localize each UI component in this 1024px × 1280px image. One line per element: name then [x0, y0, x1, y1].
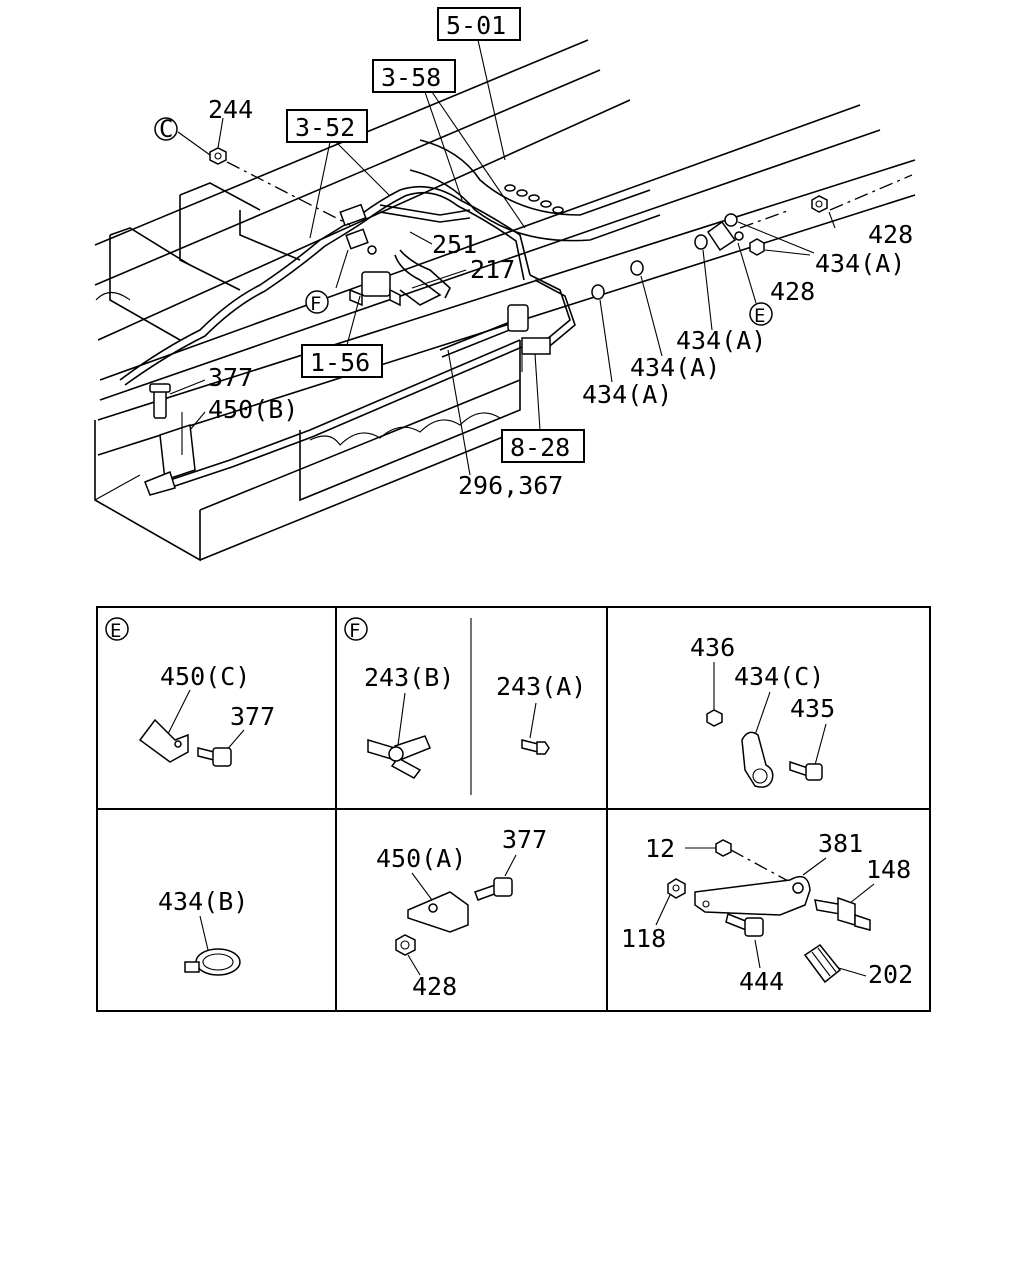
- detail-valve-381-label: 381: [818, 829, 863, 858]
- brake-pipes: [119, 185, 576, 488]
- callout-e-main-letter: E: [754, 305, 765, 327]
- detail-f-243b-label: 243(B): [364, 663, 454, 692]
- detail-valve-118-label: 118: [621, 924, 666, 953]
- detail-valve-202-label: 202: [868, 960, 913, 989]
- ref-3-58-label: 3-58: [381, 63, 441, 92]
- clip-434b-drawing: [184, 948, 241, 976]
- detail-e-450c-label: 450(C): [160, 662, 250, 691]
- part-244-label: 244: [208, 95, 253, 124]
- detail-450a-428-label: 428: [412, 972, 457, 1001]
- part-428-bracket-label: 428: [770, 277, 815, 306]
- valve-148-drawing: [814, 896, 871, 931]
- main-part-labels: 244 251 217 377 450(B) 296,367 428 428 4…: [208, 95, 913, 500]
- reference-box-3-58[interactable]: 3-58: [372, 59, 456, 93]
- detail-e-377-label: 377: [230, 702, 275, 731]
- callout-f-main-letter: F: [310, 293, 321, 315]
- ref-3-52-label: 3-52: [295, 113, 355, 142]
- callout-f-detail-letter: F: [349, 620, 360, 642]
- callout-c-letter: C: [159, 115, 173, 143]
- callout-e-main[interactable]: E: [749, 302, 773, 327]
- detail-valve-assembly: 12 381 148 118 444 202: [621, 829, 913, 996]
- callout-e-detail-letter: E: [110, 620, 121, 642]
- part-251-label: 251: [432, 230, 477, 259]
- detail-clip-434b: 434(B): [158, 887, 248, 976]
- ref-5-01-label: 5-01: [446, 11, 506, 40]
- detail-clip-434c: 436 434(C) 435: [690, 633, 835, 788]
- detail-450a-377-label: 377: [502, 825, 547, 854]
- part-428-top-label: 428: [868, 220, 913, 249]
- detail-e: E 450(C) 377: [105, 617, 275, 767]
- fitting-243a-drawing: [521, 739, 550, 755]
- tee-fitting-243b-drawing: [367, 735, 431, 779]
- reference-box-1-56[interactable]: 1-56: [301, 344, 383, 378]
- part-217-label: 217: [470, 255, 515, 284]
- chassis-frame-drawing: [94, 39, 916, 562]
- valve-1-56-drawing: [361, 271, 391, 297]
- callout-e-detail[interactable]: E: [105, 617, 129, 642]
- reference-box-5-01[interactable]: 5-01: [437, 7, 521, 41]
- detail-valve-148-label: 148: [866, 855, 911, 884]
- assembly-centerlines: [226, 161, 913, 229]
- bracket-450c-drawing: [138, 718, 189, 763]
- ref-1-56-label: 1-56: [310, 348, 370, 377]
- detail-valve-444-label: 444: [739, 967, 784, 996]
- crossmember-holes: [504, 184, 564, 214]
- nut-436-drawing: [706, 709, 723, 727]
- detail-table-grid: [96, 606, 931, 1012]
- main-components: [144, 147, 828, 496]
- part-434a-label-3: 434(A): [630, 353, 720, 382]
- ref-8-28-label: 8-28: [510, 433, 570, 462]
- part-434a-label-2: 434(A): [676, 326, 766, 355]
- detail-clip-436-label: 436: [690, 633, 735, 662]
- bolt-377-detail-e-drawing: [197, 747, 215, 761]
- nut-244-drawing: [209, 147, 227, 165]
- main-leader-lines: [169, 39, 836, 476]
- detail-450a-label: 450(A): [376, 844, 466, 873]
- nut-12-drawing: [715, 839, 732, 857]
- reference-box-8-28[interactable]: 8-28: [501, 429, 585, 463]
- bracket-450b-drawing: [159, 423, 196, 482]
- bracket-381-drawing: [694, 875, 811, 916]
- part-434a-label-1: 434(A): [815, 249, 905, 278]
- hose-202-drawing: [803, 943, 842, 984]
- nut-428-detail-drawing: [395, 934, 416, 956]
- detail-bracket-450a: 450(A) 377 428: [376, 825, 547, 1001]
- part-296-367-label: 296,367: [458, 471, 563, 500]
- clip-434c-drawing: [741, 731, 774, 788]
- detail-clip-435-label: 435: [790, 694, 835, 723]
- detail-valve-12-label: 12: [645, 834, 675, 863]
- part-450b-label: 450(B): [208, 395, 298, 424]
- reference-box-3-52[interactable]: 3-52: [286, 109, 368, 143]
- bracket-450a-drawing: [407, 891, 469, 933]
- detail-434b-label: 434(B): [158, 887, 248, 916]
- nut-118-drawing: [667, 878, 686, 899]
- part-377-label: 377: [208, 363, 253, 392]
- detail-f-243a-label: 243(A): [496, 672, 586, 701]
- detail-clip-434c-label: 434(C): [734, 662, 824, 691]
- part-434a-label-4: 434(A): [582, 380, 672, 409]
- detail-f: F 243(B) 243(A): [344, 617, 586, 779]
- callout-f-detail[interactable]: F: [344, 617, 368, 642]
- callout-f-main[interactable]: F: [305, 290, 329, 315]
- callout-c[interactable]: C: [154, 115, 178, 143]
